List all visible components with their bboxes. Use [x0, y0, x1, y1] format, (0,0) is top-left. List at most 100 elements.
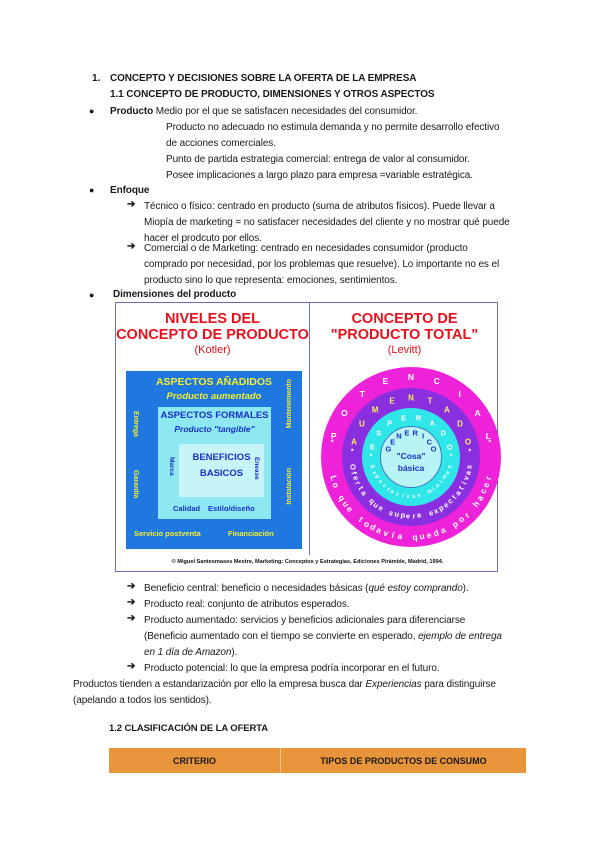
outer-bottom-right: Financiación — [228, 529, 274, 538]
augmented-product-square: ASPECTOS AÑADIDOS Producto aumentado Ent… — [126, 371, 302, 549]
nivel-3-line-3-after: ). — [231, 647, 238, 658]
enfoque-item-2-line-1: Comercial o de Marketing: centrado en ne… — [144, 243, 468, 254]
nivel-1-text: Beneficio central: beneficio o necesidad… — [144, 583, 369, 594]
inner-line-1: BENEFICIOS — [192, 452, 251, 463]
arc-letter: r — [412, 511, 416, 521]
star-icon: * — [369, 453, 373, 461]
figure-caption: © Miguel Santesmases Mestre, Marketing: … — [171, 559, 444, 565]
arrow-icon: ➔ — [127, 661, 136, 672]
paragraph-after: para distinguirse — [421, 679, 496, 690]
star-icon: * — [350, 448, 354, 456]
enfoque-item-1-line-2: Miopía de marketing = no satisfacer nece… — [144, 217, 510, 228]
ring-letter: A — [429, 418, 435, 428]
outer-left-top: Entrega — [132, 411, 139, 438]
producto-line-1: Producto no adecuado no estimula demanda… — [166, 122, 500, 133]
enfoque-item-2-line-2: comprado por necesidad, por los problema… — [144, 259, 500, 270]
arc-letter: i — [401, 493, 405, 500]
nivel-3-line-2: (Beneficio aumentado con el tiempo se co… — [144, 630, 502, 643]
enfoque-item-1-line-1: Técnico o físico: centrado en producto (… — [144, 201, 495, 212]
arc-letter: e — [405, 511, 411, 521]
arrow-icon: ➔ — [127, 199, 136, 210]
enfoque-item-2-line-3: producto sino lo que representa: emocion… — [144, 275, 398, 286]
star-icon: * — [330, 439, 334, 447]
core-benefit-square: BENEFICIOS BASICOS — [179, 444, 264, 497]
ring-letter: E — [390, 437, 396, 447]
experiencias-paragraph-line-1: Productos tienden a estandarización por … — [73, 678, 496, 691]
ring-letter: O — [341, 407, 348, 418]
arc-letter: a — [412, 493, 416, 500]
inner-line-2: BASICOS — [199, 468, 244, 479]
ring-letter: I — [421, 431, 425, 441]
ring-letter: O — [464, 437, 472, 447]
table-header-criterio: CRITERIO — [109, 748, 281, 773]
bullet-icon: ● — [89, 185, 95, 195]
section-2-title: 1.2 CLASIFICACIÓN DE LA OFERTA — [109, 723, 269, 734]
ring-letter: U — [359, 419, 365, 429]
mid-title: ASPECTOS FORMALES — [160, 410, 269, 421]
outer-title: ASPECTOS AÑADIDOS — [155, 376, 273, 388]
outer-right-bottom: Instalación — [286, 468, 293, 505]
nivel-1-italic: qué estoy comprando — [368, 583, 463, 594]
ring-letter: A — [351, 437, 357, 447]
mid-right: Envase — [253, 457, 260, 480]
nivel-3-line-2-text: (Beneficio aumentado con el tiempo se co… — [144, 631, 419, 642]
paragraph-italic: Experiencias — [365, 679, 422, 690]
generic-product-core — [380, 426, 442, 488]
kotler-title-2: CONCEPTO DE PRODUCTO — [116, 327, 309, 343]
arrow-icon: ➔ — [127, 597, 136, 608]
ring-letter: R — [415, 413, 422, 423]
heading-number: 1. — [92, 73, 101, 84]
formal-product-square: ASPECTOS FORMALES Producto "tangible" BE… — [158, 407, 271, 519]
ring-letter: A — [444, 405, 450, 415]
ring-letter: E — [389, 396, 395, 406]
ring-letter: E — [404, 428, 410, 438]
star-icon: * — [468, 448, 472, 456]
section-title: 1.1 CONCEPTO DE PRODUCTO, DIMENSIONES Y … — [110, 89, 435, 100]
ring-letter: N — [408, 393, 414, 403]
ring-letter: T — [427, 396, 433, 406]
ring-letter: G — [385, 444, 392, 454]
outer-left-bottom: Garantía — [132, 470, 139, 499]
ring-letter: C — [426, 437, 433, 447]
ring-letter: E — [382, 376, 389, 387]
product-levels-figure: NIVELES DEL CONCEPTO DE PRODUCTO (Kotler… — [115, 302, 501, 572]
dimensiones-label: Dimensiones del producto — [113, 289, 237, 300]
nivel-2: Producto real: conjunto de atributos esp… — [144, 599, 350, 610]
star-icon: * — [449, 453, 453, 461]
nivel-3-line-1: Producto aumentado: servicios y benefici… — [144, 615, 466, 626]
producto-label: Producto — [110, 106, 154, 117]
producto-line-2: de acciones comerciales. — [166, 138, 276, 149]
enfoque-item-1-line-3: hacer el prodcuto por ellos. — [144, 233, 262, 244]
ring-letter: E — [401, 413, 407, 423]
nivel-4: Producto potencial: lo que la empresa po… — [144, 663, 440, 674]
producto-text: Medio por el que se satisfacen necesidad… — [155, 106, 418, 117]
mid-bottom-right: Estilo/diseño — [208, 504, 255, 513]
star-icon: * — [488, 439, 492, 447]
ring-letter: S — [376, 428, 382, 438]
ring-letter: L — [485, 431, 491, 442]
ring-letter: P — [387, 418, 393, 428]
mid-left: Marca — [168, 457, 175, 476]
ring-letter: N — [407, 372, 415, 382]
levitt-author: (Levitt) — [387, 344, 422, 356]
nivel-3-line-3-italic: en 1 día de Amazon — [144, 647, 232, 658]
nivel-3-line-2-italic: ejemplo de entrega — [418, 631, 502, 642]
outer-bottom-left: Servicio postventa — [134, 529, 201, 538]
figure-divider — [309, 303, 310, 555]
ring-letter: R — [412, 428, 418, 438]
outer-right-top: Mantenimiento — [286, 379, 293, 429]
mid-bottom-left: Calidad — [173, 504, 201, 513]
classification-table-header: CRITERIO TIPOS DE PRODUCTOS DE CONSUMO — [109, 748, 526, 773]
nivel-1: Beneficio central: beneficio o necesidad… — [144, 582, 469, 595]
mid-subtitle: Producto "tangible" — [174, 424, 255, 434]
ring-letter: P — [330, 431, 337, 442]
producto-line-3: Punto de partida estrategia comercial: e… — [166, 154, 470, 165]
ring-letter: M — [371, 405, 379, 415]
ring-letter: O — [430, 444, 437, 454]
arc-letter: p — [399, 510, 406, 521]
nivel-3-line-3: en 1 día de Amazon). — [144, 646, 237, 659]
nivel-1-after: ). — [462, 583, 469, 594]
arc-letter: q — [411, 531, 418, 543]
levitt-title-1: CONCEPTO DE — [351, 311, 458, 327]
arrow-icon: ➔ — [127, 581, 136, 592]
